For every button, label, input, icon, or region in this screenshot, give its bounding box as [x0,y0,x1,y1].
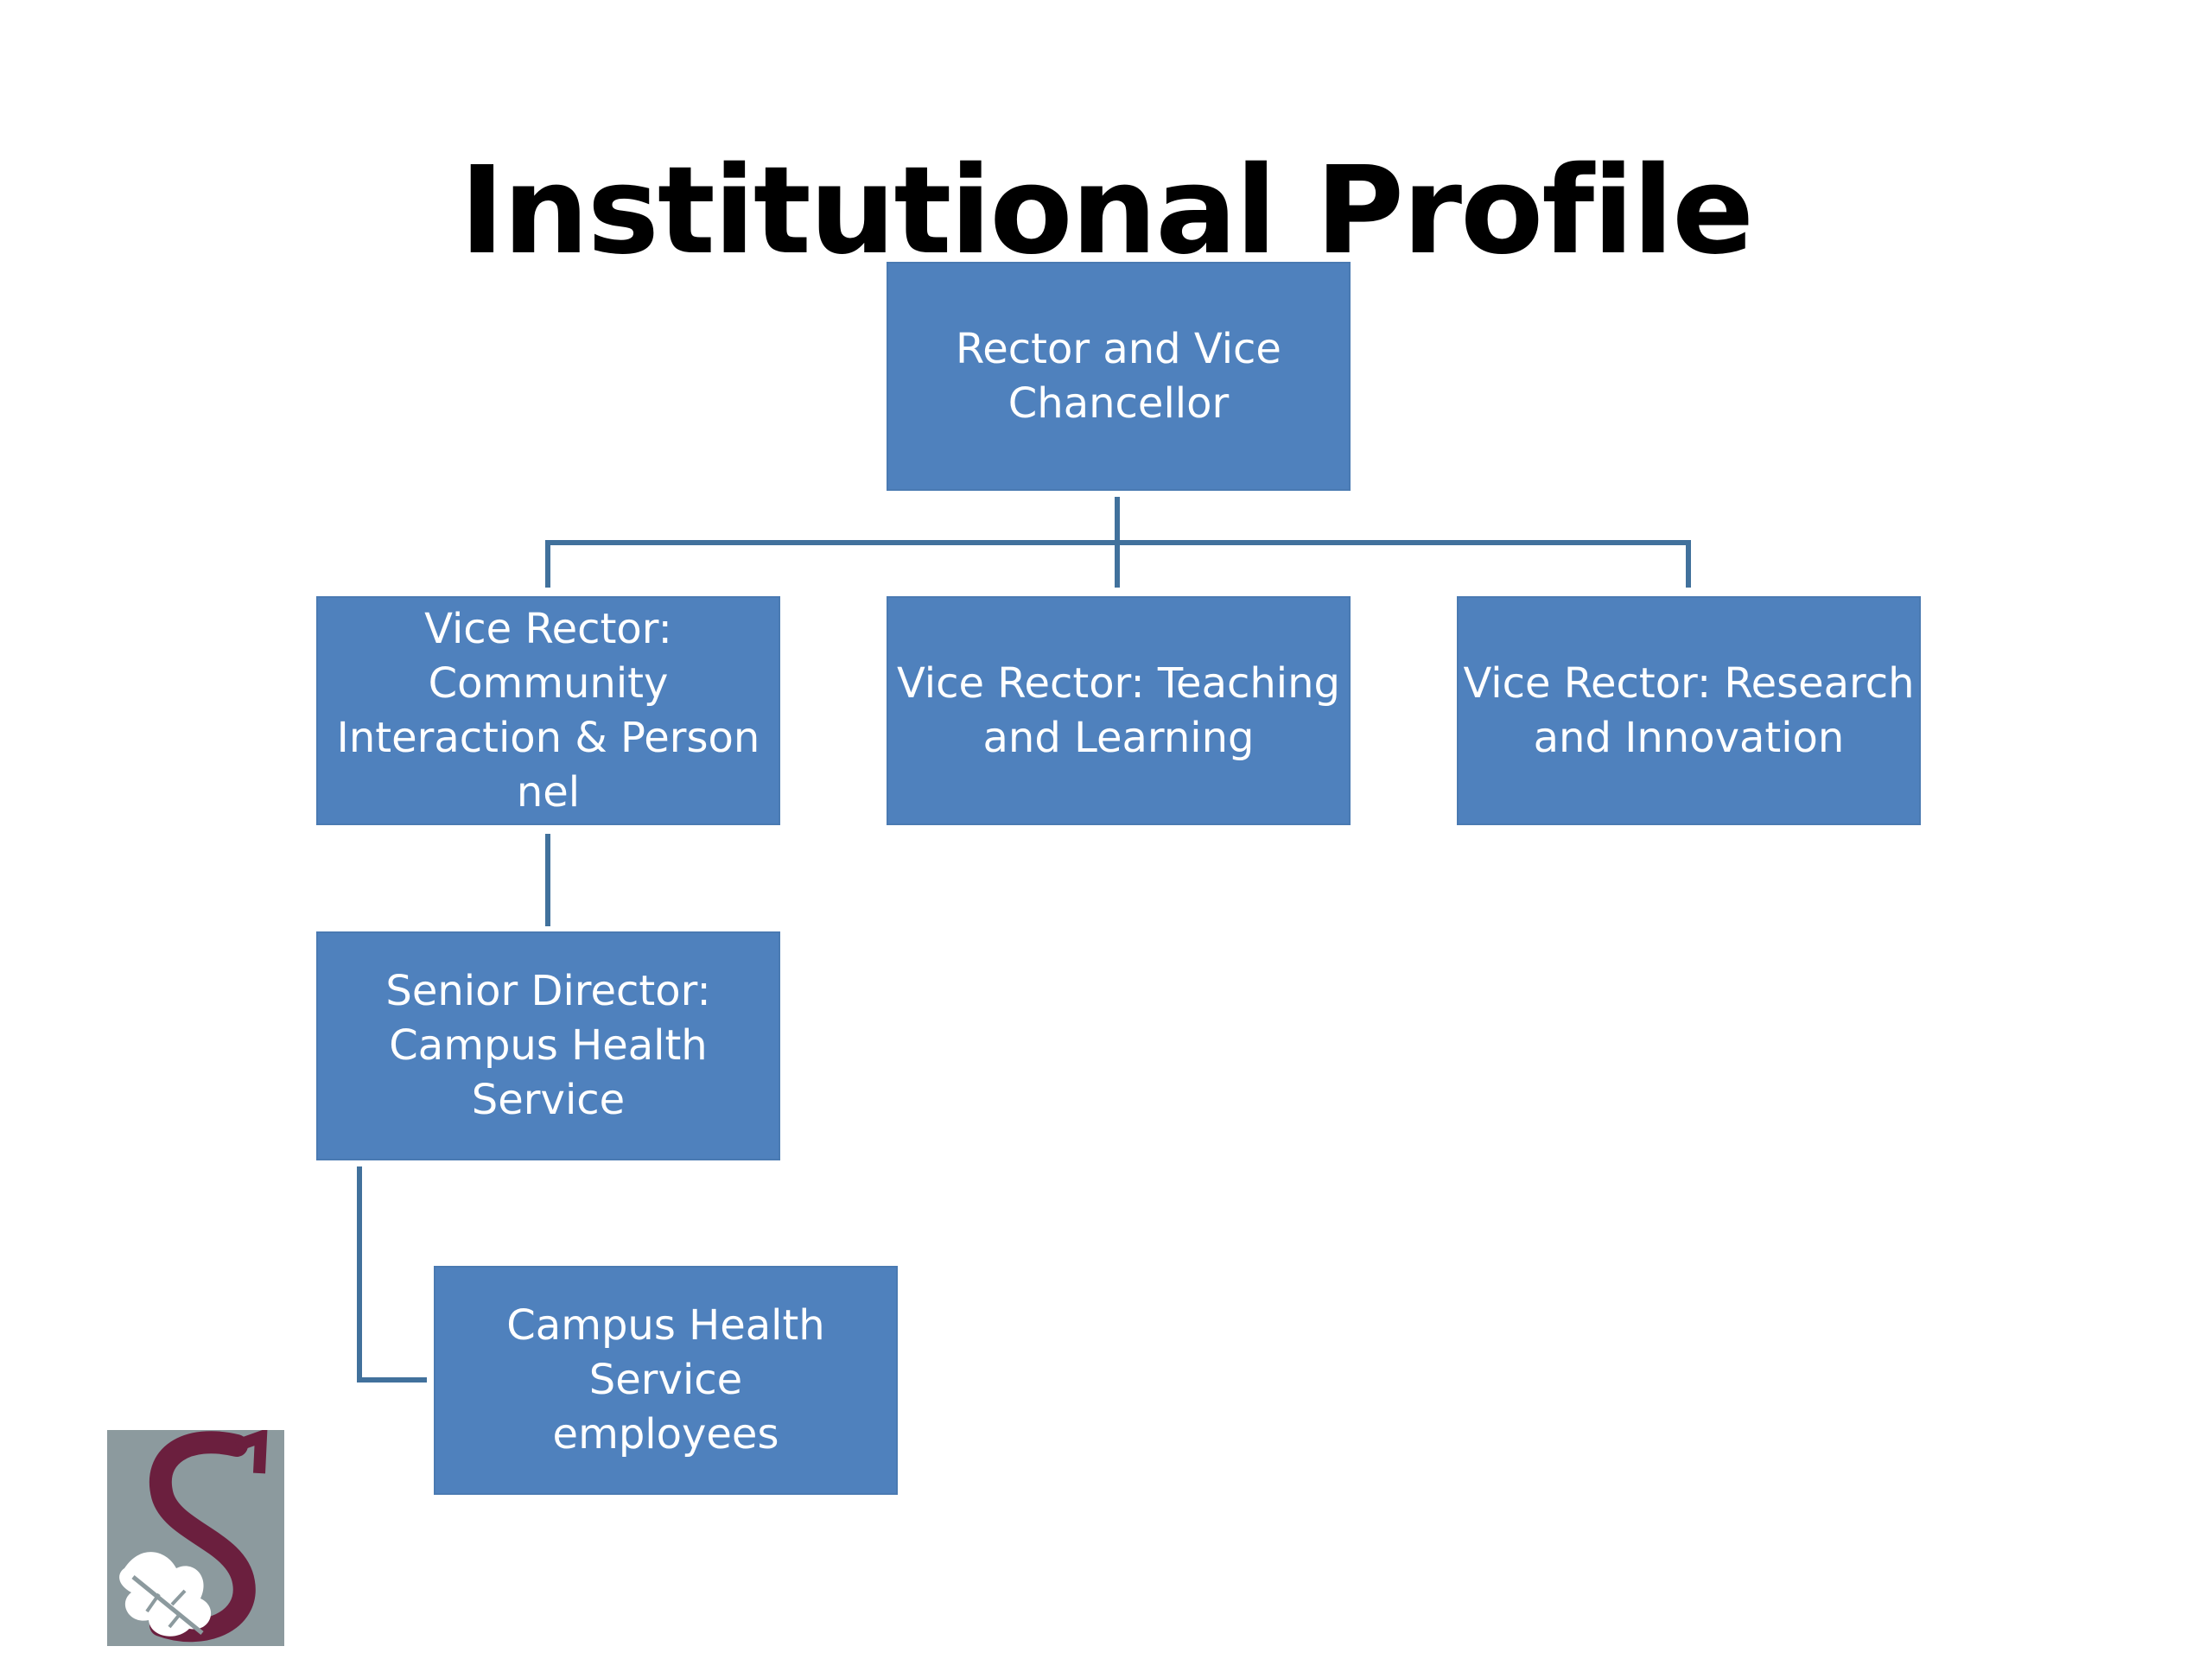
slide-title: Institutional Profile [459,141,1754,282]
node-vice-rector-community: Vice Rector: Community Interaction & Per… [316,596,780,825]
node-vice-rector-research: Vice Rector: Research and Innovation [1457,596,1921,825]
connector-senior-director-to-employees [357,1166,427,1382]
university-s-oak-leaf-logo-icon [107,1430,284,1646]
node-vice-rector-teaching: Vice Rector: Teaching and Learning [887,596,1351,825]
node-campus-health-employees: Campus Health Service employees [434,1266,898,1495]
node-senior-director: Senior Director: Campus Health Service [316,931,780,1160]
node-rector-vice-chancellor: Rector and Vice Chancellor [887,262,1351,491]
